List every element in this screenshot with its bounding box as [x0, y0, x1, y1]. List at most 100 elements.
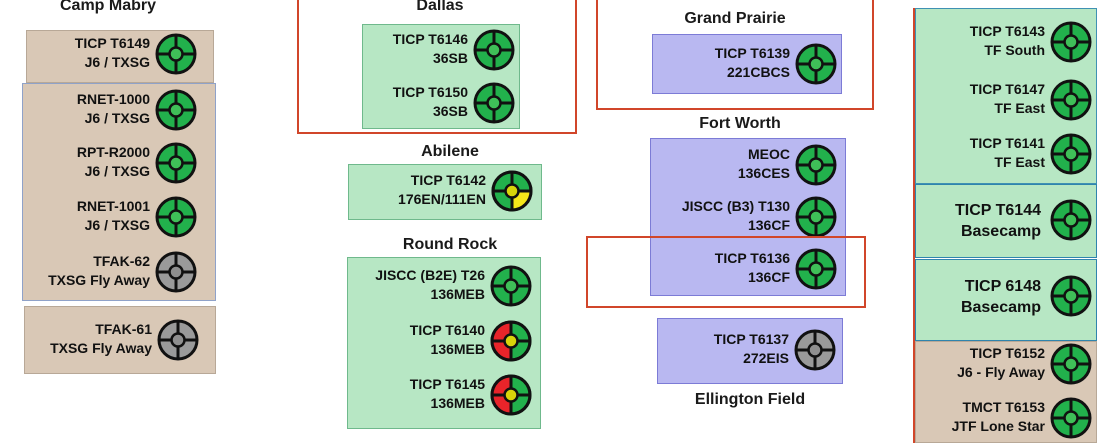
node-label: TICP T6150 36SB: [393, 83, 468, 121]
node-t6136[interactable]: TICP T6136 136CF: [650, 245, 842, 293]
node-id: TFAK-61: [95, 321, 152, 337]
status-gray-icon: [156, 318, 200, 362]
node-id: TICP 6148: [964, 278, 1041, 295]
node-unit: TXSG Fly Away: [50, 340, 152, 356]
status-green-icon: [1049, 132, 1093, 176]
site-title-fort-worth: Fort Worth: [699, 115, 781, 132]
node-unit: 136MEB: [430, 286, 485, 302]
status-green-icon: [154, 88, 198, 132]
status-red-icon: [489, 373, 533, 417]
node-jiscc-b3[interactable]: JISCC (B3) T130 136CF: [650, 193, 842, 241]
node-unit: 136CES: [737, 165, 790, 181]
node-unit: J6 / TXSG: [84, 54, 150, 70]
node-t6152[interactable]: TICP T6152 J6 - Fly Away: [915, 340, 1097, 388]
node-label: JISCC (B3) T130 136CF: [682, 197, 790, 235]
right-panel-t6148: [915, 259, 1097, 341]
node-unit: J6 - Fly Away: [957, 364, 1045, 380]
node-unit: 136CF: [747, 217, 790, 233]
status-green-icon: [1049, 342, 1093, 386]
node-id: TICP T6152: [969, 345, 1045, 361]
node-label: TICP T6149 J6 / TXSG: [75, 34, 150, 72]
status-green-icon: [154, 32, 198, 76]
status-green-icon: [1049, 396, 1093, 440]
status-green-icon: [154, 141, 198, 185]
node-id: JISCC (B3) T130: [681, 198, 790, 214]
status-green-icon: [794, 143, 838, 187]
node-jiscc-b2e[interactable]: JISCC (B2E) T26 136MEB: [347, 262, 537, 310]
node-unit: JTF Lone Star: [951, 418, 1045, 434]
node-label: RPT-R2000 J6 / TXSG: [77, 143, 150, 181]
node-unit: 136CF: [747, 269, 790, 285]
node-t6149[interactable]: TICP T6149 J6 / TXSG: [26, 30, 202, 78]
site-title-camp-mabry: Camp Mabry: [59, 0, 157, 14]
node-id: TMCT T6153: [962, 399, 1045, 415]
status-green-icon: [794, 42, 838, 86]
status-gray-icon: [793, 328, 837, 372]
node-id: RPT-R2000: [76, 144, 150, 160]
status-green-icon: [154, 195, 198, 239]
t6136-highlight-box: [586, 236, 866, 308]
node-id: JISCC (B2E) T26: [375, 267, 485, 283]
node-id: TICP T6142: [410, 172, 486, 188]
node-id: MEOC: [748, 146, 790, 162]
node-id: TICP T6137: [713, 331, 789, 347]
node-label: JISCC (B2E) T26 136MEB: [375, 266, 485, 304]
node-label: MEOC 136CES: [738, 145, 790, 183]
node-unit: TF East: [994, 154, 1045, 170]
status-green-icon: [489, 264, 533, 308]
node-id: TICP T6150: [392, 84, 468, 100]
node-id: TICP T6136: [714, 250, 790, 266]
dallas-region-box: [297, 0, 577, 134]
site-title-abilene: Abilene: [421, 143, 479, 160]
status-green-icon: [794, 195, 838, 239]
node-unit: TF East: [994, 100, 1045, 116]
node-unit: 221CBCS: [726, 64, 790, 80]
status-green-icon: [472, 28, 516, 72]
status-green-icon: [794, 247, 838, 291]
node-unit: J6 / TXSG: [84, 163, 150, 179]
node-id: TICP T6149: [74, 35, 150, 51]
node-t6150[interactable]: TICP T6150 36SB: [362, 79, 520, 127]
site-title-round-rock: Round Rock: [402, 236, 498, 253]
node-id: RNET-1001: [76, 198, 150, 214]
node-unit: 36SB: [432, 50, 468, 66]
node-unit: 136MEB: [430, 395, 485, 411]
site-title-dallas: Dallas: [416, 0, 464, 14]
node-unit: 36SB: [432, 103, 468, 119]
status-green-icon: [1049, 78, 1093, 122]
node-rptr2000[interactable]: RPT-R2000 J6 / TXSG: [26, 139, 202, 187]
node-unit: Basecamp: [960, 299, 1041, 316]
node-unit: TXSG Fly Away: [48, 272, 150, 288]
right-column-red-edge: [913, 8, 915, 443]
node-meoc[interactable]: MEOC 136CES: [650, 141, 842, 189]
node-id: TICP T6144: [955, 202, 1041, 219]
node-unit: Basecamp: [960, 223, 1041, 240]
